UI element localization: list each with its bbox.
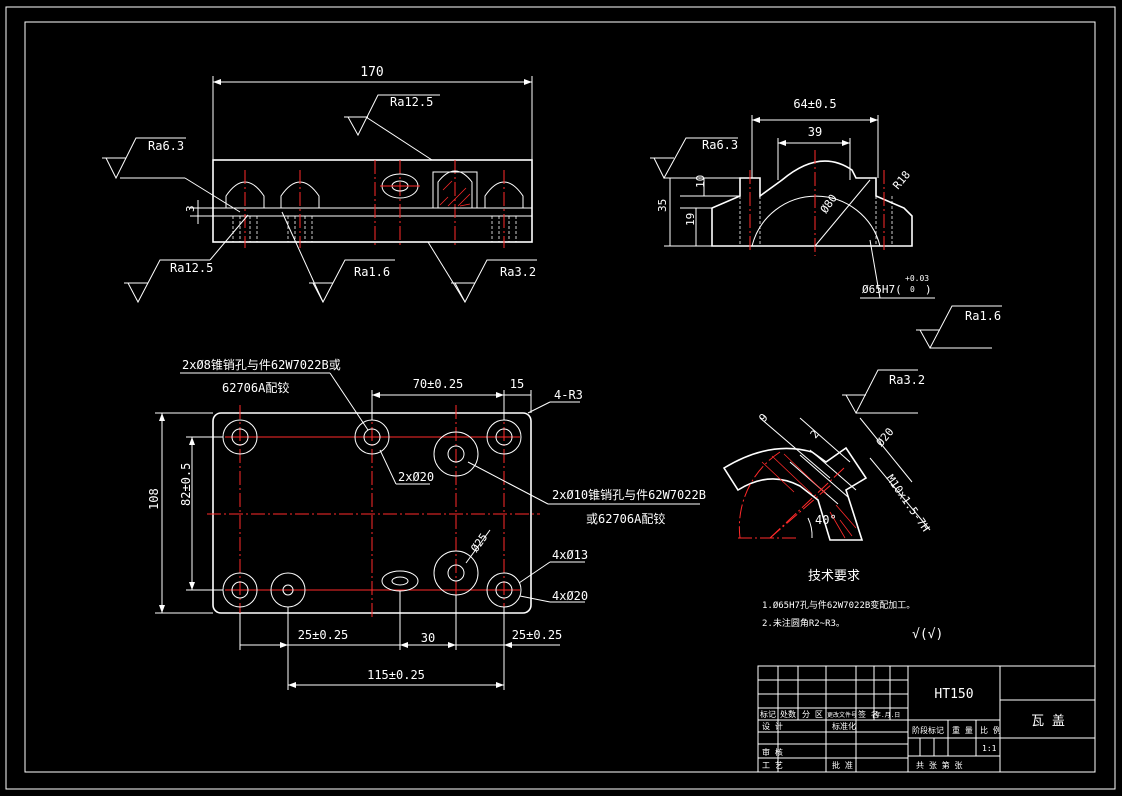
dim-70: 70±0.25 <box>413 377 464 391</box>
material: HT150 <box>934 687 973 702</box>
svg-text:Ra6.3: Ra6.3 <box>702 138 738 152</box>
dim-39: 39 <box>808 125 822 139</box>
svg-text:标准化: 标准化 <box>832 721 856 731</box>
tech-req-item-1: 1.Ø65H7孔与件62W7022B变配加工。 <box>762 599 915 611</box>
svg-text:比 例: 比 例 <box>980 725 1001 735</box>
dim-82: 82±0.5 <box>179 463 193 506</box>
svg-text:签 名: 签 名 <box>858 709 879 719</box>
svg-text:处数: 处数 <box>780 709 796 719</box>
roughness-symbol: Ra1.6 <box>900 297 1002 350</box>
svg-text:重 量: 重 量 <box>952 725 973 735</box>
dim-2x20: 2xØ20 <box>398 470 434 484</box>
svg-text:共 张 第 张: 共 张 第 张 <box>916 760 962 770</box>
svg-text:Ra12.5: Ra12.5 <box>170 261 213 275</box>
svg-text:Ra1.6: Ra1.6 <box>965 309 1001 323</box>
svg-text:更改文件号: 更改文件号 <box>827 711 857 719</box>
svg-text:+0.03: +0.03 <box>905 274 929 283</box>
dim-30: 30 <box>421 631 435 645</box>
dim-2: 2 <box>808 428 822 441</box>
svg-text:Ra6.3: Ra6.3 <box>148 139 184 153</box>
dim-25-left: 25±0.25 <box>298 628 349 642</box>
svg-text:审 核: 审 核 <box>762 747 783 757</box>
roughness-symbol: Ra3.2 <box>427 241 537 304</box>
svg-text:1:1: 1:1 <box>982 744 997 753</box>
roughness-symbol: Ra6.3 <box>650 137 738 180</box>
svg-text:Ra3.2: Ra3.2 <box>500 265 536 279</box>
holes-13: 4xØ13 <box>552 548 588 562</box>
roughness-symbol: Ra3.2 <box>842 369 925 415</box>
roughness-symbol: Ra12.5 <box>344 94 440 161</box>
dim-35: 35 <box>656 199 669 212</box>
note-pin-holes-10: 2xØ10锥销孔与件62W7022B <box>552 488 706 502</box>
svg-text:年.月.日: 年.月.日 <box>875 711 900 719</box>
general-finish: √(√) <box>912 627 943 642</box>
r18: R18 <box>890 168 913 192</box>
tech-req-title: 技术要求 <box>808 569 860 584</box>
dim-108: 108 <box>147 488 161 510</box>
dim-25-right: 25±0.25 <box>512 628 563 642</box>
dim-64: 64±0.5 <box>793 97 836 111</box>
technical-requirements: 技术要求 1.Ø65H7孔与件62W7022B变配加工。 2.未注圆角R2~R3… <box>762 569 943 642</box>
tech-req-item-2: 2.未注圆角R2~R3。 <box>762 617 845 629</box>
title-block: HT150 瓦 盖 标记 处数 分 区 更改文件号 签 名 年.月.日 设 计 … <box>757 665 1096 773</box>
svg-text:62706A配铰: 62706A配铰 <box>222 380 289 395</box>
note-pin-holes-8: 2xØ8锥销孔与件62W7022B或 <box>182 358 341 372</box>
angle-40: 40° <box>815 513 837 527</box>
svg-text:): ) <box>925 283 932 296</box>
svg-text:设 计: 设 计 <box>762 721 783 731</box>
dim-15: 15 <box>510 377 524 391</box>
thread: M10x1.5-7H <box>884 472 933 534</box>
plan-view: 2xØ8锥销孔与件62W7022B或 62706A配铰 70±0.25 15 4… <box>147 358 706 690</box>
svg-text:工 艺: 工 艺 <box>762 761 783 770</box>
dim-19: 19 <box>684 213 697 226</box>
dia80: Ø80 <box>818 192 840 216</box>
inner-border <box>24 21 1096 773</box>
svg-text:标记: 标记 <box>760 709 776 719</box>
outer-border <box>5 6 1116 790</box>
svg-text:阶段标记: 阶段标记 <box>912 725 944 735</box>
svg-text:Ra1.6: Ra1.6 <box>354 265 390 279</box>
svg-text:Ra12.5: Ra12.5 <box>390 95 433 109</box>
dia20: Ø20 <box>874 425 897 449</box>
svg-text:批 准: 批 准 <box>832 760 853 770</box>
dim-3: 3 <box>184 205 197 212</box>
front-view: 170 <box>102 65 537 304</box>
dim-10: 10 <box>694 175 707 188</box>
svg-text:Ra3.2: Ra3.2 <box>889 373 925 387</box>
dim-115: 115±0.25 <box>367 668 425 682</box>
detail-view: 40° 9 2 Ø20 M10x1.5-7H Ra3.2 <box>722 369 933 541</box>
roughness-symbol: Ra6.3 <box>102 137 241 213</box>
dim-170: 170 <box>360 65 383 80</box>
roughness-symbol: Ra12.5 <box>124 214 249 304</box>
svg-text:0: 0 <box>910 285 915 294</box>
side-view: 64±0.5 39 35 10 19 R18 Ø80 Ra6.3 Ø65H7( … <box>650 97 1002 350</box>
svg-text:分 区: 分 区 <box>802 710 823 719</box>
holes-20: 4xØ20 <box>552 589 588 603</box>
bore-fit: Ø65H7( <box>862 283 902 296</box>
dim-9: 9 <box>756 411 770 424</box>
svg-text:或62706A配铰: 或62706A配铰 <box>586 511 665 526</box>
part-name: 瓦 盖 <box>1031 714 1065 729</box>
corner-radius: 4-R3 <box>554 388 583 402</box>
roughness-symbol: Ra1.6 <box>281 211 395 304</box>
